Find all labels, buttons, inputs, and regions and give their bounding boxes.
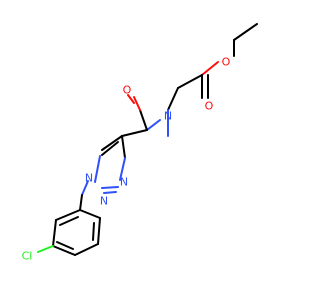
atom-n-amide: N xyxy=(164,110,172,123)
bond xyxy=(133,96,141,111)
atom-labels: O O O N N N N Cl xyxy=(22,56,231,263)
bond xyxy=(74,243,99,256)
bond xyxy=(37,245,54,253)
bond xyxy=(127,94,135,104)
bond xyxy=(94,155,101,183)
bond xyxy=(139,109,148,131)
bond xyxy=(52,219,57,247)
bond xyxy=(119,157,126,181)
atom-o-ether-ester: O xyxy=(222,56,231,69)
bond xyxy=(146,119,161,131)
bond xyxy=(79,209,101,219)
atom-n1-triazole: N xyxy=(85,172,93,185)
molecule-diagram: O O O N N N N Cl xyxy=(22,23,258,263)
bond xyxy=(233,23,258,41)
bond xyxy=(101,135,123,151)
bond xyxy=(167,87,179,111)
bond xyxy=(59,216,79,226)
bond xyxy=(121,135,126,159)
bond xyxy=(52,245,76,256)
bond xyxy=(121,129,148,137)
atom-cl: Cl xyxy=(22,250,33,263)
atom-n2-triazole: N xyxy=(100,195,108,208)
bond xyxy=(97,217,101,245)
bond xyxy=(92,222,95,241)
atom-o-carbonyl-amide: O xyxy=(123,84,132,97)
bond xyxy=(81,180,89,196)
structure-svg: O O O N N N N Cl xyxy=(22,23,258,263)
atom-o-carbonyl-ester: O xyxy=(205,100,214,113)
bonds xyxy=(37,23,258,256)
bond xyxy=(201,61,219,76)
atom-n3-triazole: N xyxy=(120,176,128,189)
bond xyxy=(103,191,117,194)
bond xyxy=(101,186,119,189)
bond xyxy=(55,209,81,221)
bond xyxy=(79,194,83,211)
bond xyxy=(101,141,119,156)
bond xyxy=(56,241,74,250)
bond xyxy=(177,74,203,89)
